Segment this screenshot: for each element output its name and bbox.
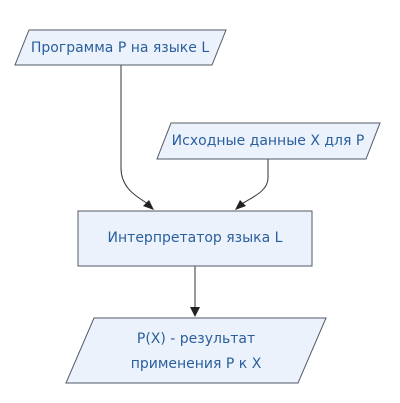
node-input-label: Исходные данные X для P	[172, 133, 365, 149]
node-input: Исходные данные X для P	[156, 122, 381, 160]
edge-input-to-interpreter	[241, 159, 269, 205]
arrowhead-input-to-interpreter	[235, 200, 246, 210]
node-program-label: Программа P на языке L	[31, 40, 209, 56]
arrowhead-program-to-interpreter	[143, 200, 154, 210]
node-input-shape	[156, 122, 381, 160]
node-result: P(X) - результат применения P к X	[65, 317, 327, 384]
node-interpreter: Интерпретатор языка L	[77, 210, 313, 267]
node-program-shape	[14, 29, 227, 66]
node-result-label-line2: применения P к X	[131, 356, 262, 372]
arrowhead-interpreter-to-result	[190, 307, 200, 317]
node-result-shape	[65, 317, 327, 384]
node-interpreter-label: Интерпретатор языка L	[108, 230, 283, 246]
node-interpreter-shape	[77, 210, 313, 267]
node-program: Программа P на языке L	[14, 29, 227, 66]
edge-program-to-interpreter	[120, 65, 149, 205]
node-result-label-line1: P(X) - результат	[137, 331, 255, 347]
